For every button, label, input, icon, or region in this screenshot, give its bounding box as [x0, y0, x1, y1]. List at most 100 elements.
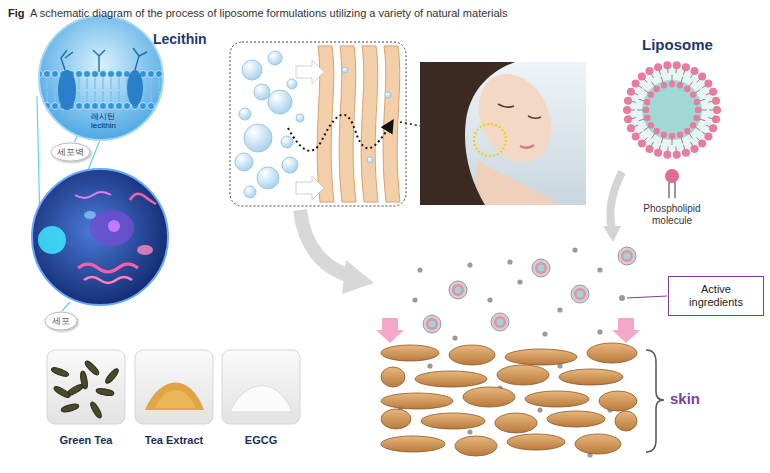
liposome-outline-part [695, 107, 701, 113]
cell-illustration-part [84, 277, 132, 283]
liposome-outline-part [646, 145, 654, 153]
flow-arrows [300, 172, 640, 343]
cell-illustration-part [137, 245, 153, 255]
skin-strands [317, 46, 400, 202]
bubble-label: 세포벽 [57, 147, 84, 157]
membrane-outline-part-part [76, 71, 83, 78]
membrane-outline-part-part [148, 103, 155, 110]
liposome-outline-part [682, 149, 690, 157]
membrane-outline-part-part [86, 91, 87, 104]
cell-illustration-part [130, 194, 156, 204]
membrane-outline-part-part [110, 91, 111, 104]
membrane-outline-part-part [84, 71, 91, 78]
membrane-outline-part-part [150, 76, 151, 89]
active-ingredient-dots-part [537, 407, 542, 412]
photo-tiles-part [222, 350, 300, 424]
membrane-outline-part-part [116, 71, 123, 78]
skin-layer-part [381, 409, 411, 429]
liposome-bubbles-part [367, 157, 373, 163]
liposome-outline-part [638, 139, 646, 147]
membrane-outline-part-part [116, 103, 123, 110]
liposome-outline-part [627, 65, 717, 155]
node-heading: Liposome [642, 36, 713, 53]
liposome-bubbles-part [242, 60, 262, 80]
phospholipid-icon-part [674, 180, 676, 198]
small-liposomes-part-part [624, 253, 631, 260]
membrane-outline-part-part [102, 76, 103, 89]
small-liposomes-part-part [538, 265, 545, 272]
liposome-outline-part [684, 86, 690, 92]
membrane-outline-part-part [148, 71, 155, 78]
liposome-bubbles [235, 51, 391, 198]
membrane-outline-part-part [102, 91, 103, 104]
skin-layer-part [381, 393, 453, 409]
text-slot: 세포 [44, 311, 78, 331]
membrane-outline-part-part [110, 76, 111, 89]
liposome-outline-part [648, 92, 654, 98]
liposome-outline-part [694, 115, 700, 121]
liposome-outline-part [638, 73, 646, 81]
liposome-bubbles-part [244, 124, 272, 152]
small-liposomes-part [532, 259, 550, 277]
face-photo-part [470, 160, 560, 205]
membrane-circle: Lecithin레시틴 lecithin [35, 14, 167, 142]
skin-layer-part [525, 391, 589, 407]
leader-connector [75, 135, 78, 142]
skin-layer-part [455, 436, 497, 456]
cell-illustration-part [62, 302, 70, 311]
skin-layer-part [381, 345, 439, 361]
liposome-outline-part [677, 82, 683, 88]
liposome-outline-part [709, 124, 717, 132]
liposome-outline-part [642, 80, 702, 140]
active-ingredient-dots-part [412, 297, 417, 302]
phospholipid-icon [665, 169, 679, 198]
active-ingredient-dots-part [517, 279, 522, 284]
small-liposomes-part-part [494, 316, 506, 328]
membrane-outline-part-part [127, 70, 143, 106]
active-ingredient-dots-part [452, 335, 457, 340]
liposome-bubbles-part [239, 108, 251, 120]
membrane-outline-part-part [158, 76, 159, 89]
flow-arrows-part [610, 172, 622, 228]
penetration-inset-part [296, 176, 324, 200]
membrane-outline-part-part [36, 103, 43, 110]
liposome-outline-part [644, 115, 650, 121]
membrane-outline-part-part [92, 103, 99, 110]
skin-strands-part [339, 46, 356, 202]
cell-illustration-part [84, 211, 96, 219]
bubble-label: 세포 [52, 316, 70, 326]
active-ingredient-dots-part [417, 267, 422, 272]
liposome-outline-part [661, 132, 667, 138]
liposome-bubbles-part [244, 186, 256, 198]
membrane-outline-part-part [58, 70, 76, 110]
membrane-outline-part-part [52, 71, 59, 78]
liposome-outline-part [690, 122, 696, 128]
face-photo-part [465, 62, 566, 174]
cell-illustration-part [78, 264, 138, 272]
cell-illustration-part [108, 220, 120, 232]
text-slot: Liposome [642, 36, 713, 54]
liposome-outline-part [694, 99, 700, 105]
small-liposomes-part-part [571, 285, 589, 303]
liposome-outline-part [624, 115, 632, 123]
skin-layer-part [559, 369, 623, 385]
photo-tiles-part [155, 390, 196, 408]
photo-caption: Green Tea [60, 434, 113, 447]
small-liposomes-part-part [491, 313, 509, 331]
small-liposomes-part-part [497, 319, 504, 326]
text-slot: Tea Extract [129, 430, 219, 448]
flow-arrows-part [603, 226, 621, 242]
liposome-outline-part [663, 61, 671, 69]
text-slot: 레시틴 lecithin [91, 112, 139, 132]
green-tea-leaves-part [51, 366, 70, 378]
liposome-outline-part [646, 67, 654, 75]
liposome-outline-part [677, 132, 683, 138]
liposome-outline-part [712, 115, 720, 123]
green-tea-leaves-part [53, 385, 72, 399]
membrane-outline-part-part [140, 103, 147, 110]
membrane-outline-part-part [46, 91, 47, 104]
membrane-outline-part-part [86, 76, 87, 89]
skin-layer-part [587, 343, 637, 363]
